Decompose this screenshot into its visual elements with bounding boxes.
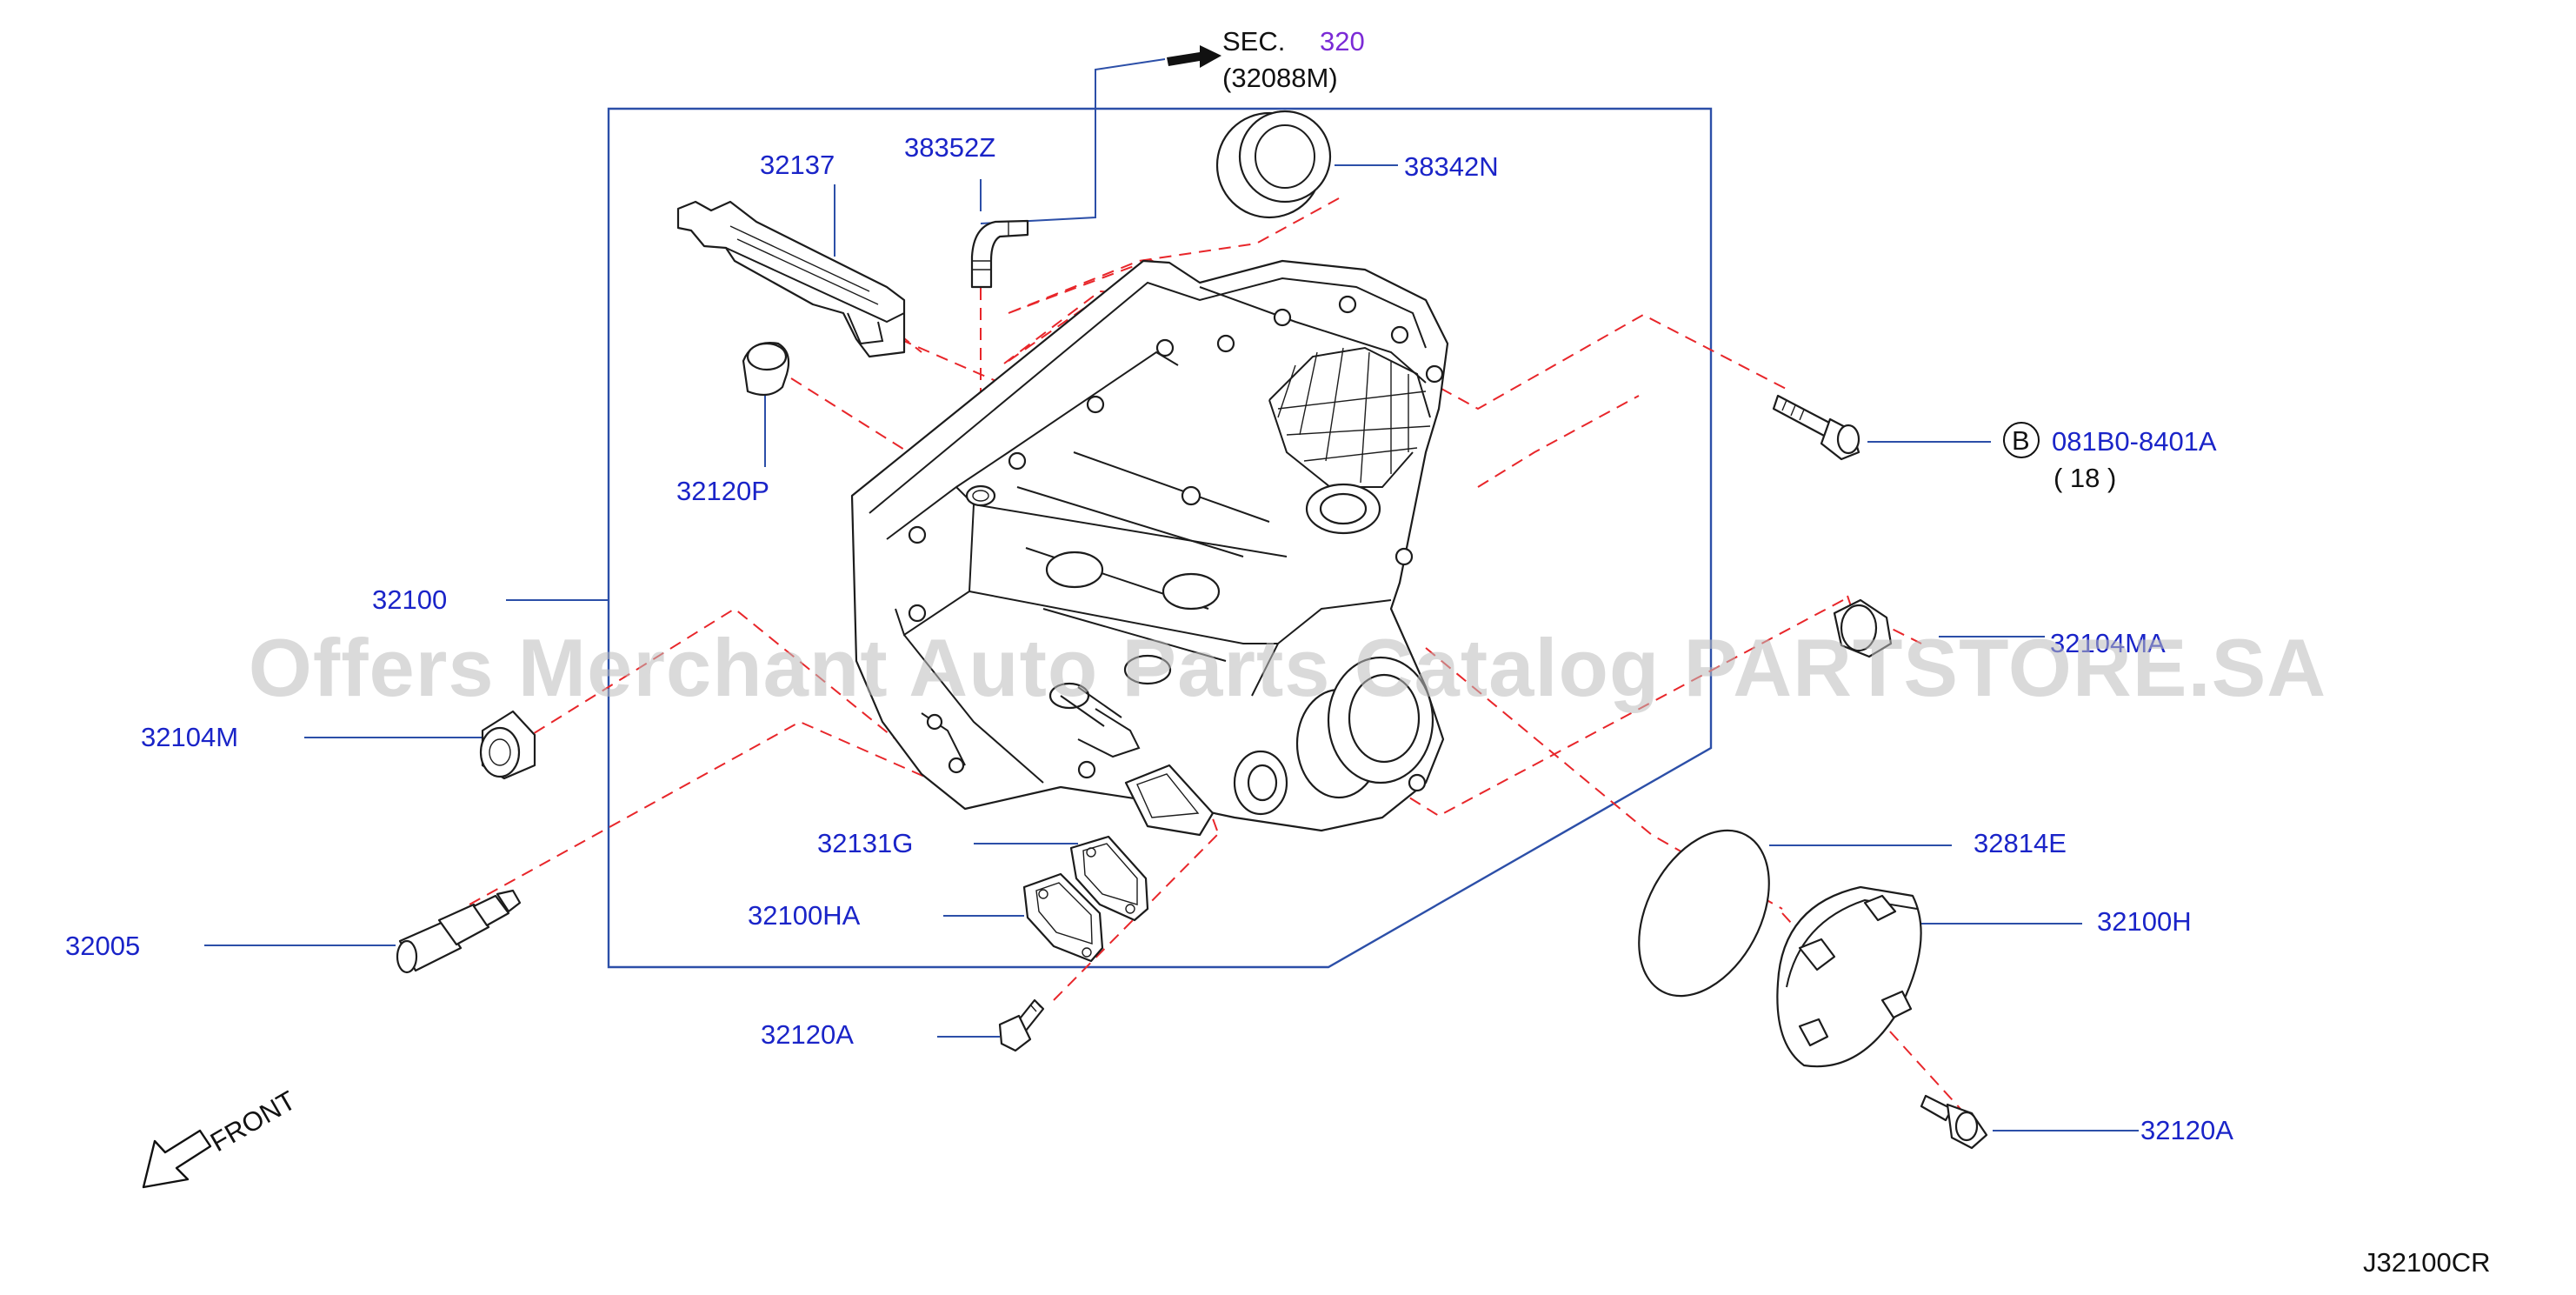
sec-arrow-icon <box>1167 45 1221 68</box>
part-label-32104ma[interactable]: 32104MA <box>2050 628 2166 658</box>
breather-tube-38352z-illustration <box>970 219 1029 289</box>
bolt-quantity-label: ( 18 ) <box>2053 463 2116 493</box>
bolt-32120a-right-illustration <box>1920 1094 1988 1150</box>
part-label-32120a-left[interactable]: 32120A <box>761 1019 854 1050</box>
sec-prefix-label: SEC. <box>1222 26 1285 57</box>
sensor-32005-illustration <box>396 889 522 974</box>
part-label-38342n[interactable]: 38342N <box>1404 151 1499 182</box>
plug-32104ma-illustration <box>1833 598 1893 658</box>
part-label-32100[interactable]: 32100 <box>372 584 447 615</box>
sec-ref-label: (32088M) <box>1222 63 1338 93</box>
part-label-32814e[interactable]: 32814E <box>1974 828 2067 858</box>
o-ring-32814e-illustration <box>1638 829 1770 998</box>
part-label-32131g[interactable]: 32131G <box>817 828 913 858</box>
part-label-32005[interactable]: 32005 <box>65 931 140 961</box>
bolt-32120a-left-illustration <box>998 998 1045 1052</box>
plug-32120p-illustration <box>742 342 790 397</box>
cover-32100h-illustration <box>1776 885 1922 1068</box>
bolt-marker-circle <box>2003 422 2040 458</box>
part-label-32120p[interactable]: 32120P <box>676 476 769 506</box>
cover-32100ha-illustration <box>1022 872 1104 963</box>
part-label-32137[interactable]: 32137 <box>760 150 835 180</box>
case-frame <box>607 107 1713 969</box>
part-label-38352z[interactable]: 38352Z <box>904 132 995 163</box>
bolt-marker-letter: B <box>2012 425 2030 456</box>
bracket-32137-illustration <box>676 200 906 358</box>
plug-32104m-illustration <box>479 710 536 780</box>
part-label-32100h[interactable]: 32100H <box>2097 906 2192 937</box>
part-label-32100ha[interactable]: 32100HA <box>748 900 861 931</box>
transmission-case-illustration <box>850 259 1449 837</box>
diagram-code: J32100CR <box>2363 1247 2490 1278</box>
part-label-081b0-8401a[interactable]: 081B0-8401A <box>2052 426 2217 457</box>
watermark-text: Offers Merchant Auto Parts Catalog PARTS… <box>249 622 2326 713</box>
sec-number-link[interactable]: 320 <box>1320 26 1365 57</box>
bolt-081b0-8401a-illustration <box>1772 394 1860 461</box>
oil-seal-38342n-illustration <box>1215 110 1332 219</box>
front-arrow-icon <box>142 1129 212 1189</box>
gasket-32131g-illustration <box>1069 835 1149 922</box>
part-label-32104m[interactable]: 32104M <box>141 722 238 752</box>
part-label-32120a-right[interactable]: 32120A <box>2140 1115 2233 1145</box>
front-label: FRONT <box>205 1085 301 1158</box>
